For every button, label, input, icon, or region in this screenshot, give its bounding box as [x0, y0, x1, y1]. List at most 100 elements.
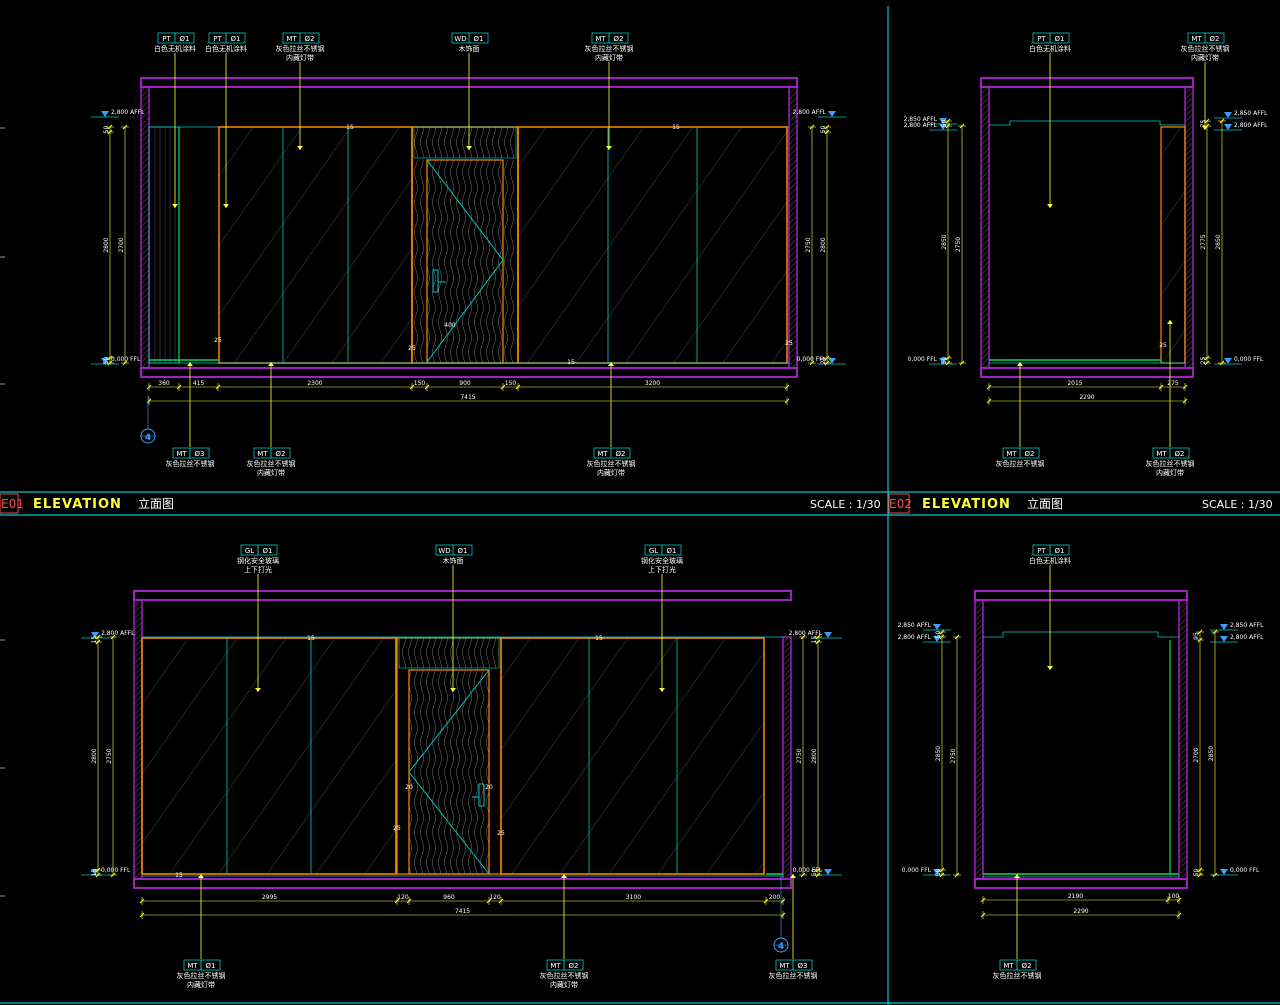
small-dimension: 15 — [175, 872, 183, 879]
drawing-title: ELEVATION — [922, 497, 1011, 512]
dimension-label: 75 — [1200, 120, 1207, 128]
small-dimension: 15 — [307, 635, 315, 642]
tag-code: PT — [1037, 547, 1046, 555]
tag-description: 内藏灯带 — [550, 980, 578, 989]
level-label: 0,000 FFL — [797, 356, 827, 363]
level-label: 0,000 FFL — [111, 356, 141, 363]
dimension-label: 7415 — [455, 908, 470, 915]
tag-code: MT — [1156, 450, 1167, 458]
tag-number: Ø2 — [1025, 450, 1035, 458]
dimension-label: 2800 — [91, 748, 98, 763]
dimension-label: 50 — [811, 869, 818, 877]
tag-number: Ø3 — [798, 962, 808, 970]
dimension-label: 2750 — [955, 237, 962, 252]
tag-number: Ø1 — [474, 35, 484, 43]
level-marker: 2,800 AFFL — [81, 630, 135, 639]
small-dimension: 20 — [405, 784, 413, 791]
tag-description: 上下打光 — [648, 565, 676, 574]
tag-description: 灰色拉丝不锈钢 — [1146, 459, 1195, 468]
small-dimension: 15 — [595, 635, 603, 642]
frame-dividers — [0, 6, 1280, 1005]
drawing-title-cn: 立面图 — [1027, 496, 1063, 511]
dimension-total: 7415 — [139, 908, 786, 919]
level-label: 0,000 FFL — [101, 867, 131, 874]
tag-description: 灰色拉丝不锈钢 — [769, 971, 818, 980]
small-dimension: 400 — [444, 322, 456, 329]
tag-number: Ø2 — [1022, 962, 1032, 970]
dimension-right-inner: 2750 — [796, 634, 807, 878]
elevation-e02-bottom — [974, 590, 1188, 889]
dimension-label: 25 — [1200, 357, 1207, 365]
level-marker: 2,850 AFFL — [1210, 622, 1264, 631]
dimension-label: 360 — [158, 380, 170, 387]
dimension-left-inner: 2750 — [106, 634, 117, 878]
tag-description: 木饰面 — [443, 556, 464, 565]
tag-description: 灰色拉丝不锈钢 — [587, 459, 636, 468]
tag-number: Ø1 — [458, 547, 468, 555]
tag-description: 内藏灯带 — [286, 53, 314, 62]
tag-description: 钢化安全玻璃 — [641, 556, 683, 565]
tag-number: Ø1 — [263, 547, 273, 555]
small-dimension: 25 — [785, 340, 793, 347]
tag-description: 白色无机涂料 — [205, 44, 247, 53]
title-bar-e01: E01 ELEVATION 立面图 SCALE : 1/30 — [0, 493, 881, 514]
level-label: 2,800 AFFL — [904, 122, 938, 129]
tag-description: 木饰面 — [459, 44, 480, 53]
tag-description: 灰色拉丝不锈钢 — [585, 44, 634, 53]
small-dimension: 15 — [346, 124, 354, 131]
level-label: 2,800 AFFL — [111, 109, 145, 116]
level-marker: 0,000 FFL — [1214, 356, 1264, 365]
small-dimension: 25 — [408, 345, 416, 352]
level-marker: 2,800 AFFL — [91, 109, 145, 118]
tag-number: Ø2 — [1210, 35, 1220, 43]
tag-code: PT — [1037, 35, 1046, 43]
level-label: 2,850 AFFL — [1234, 110, 1268, 117]
elevation-e01-top — [140, 77, 798, 378]
dimension-label: 2750 — [950, 748, 957, 763]
tag-number: Ø1 — [667, 547, 677, 555]
level-marker: 2,800 AFFL — [1214, 122, 1268, 131]
level-marker: 2,800 AFFL — [904, 122, 957, 131]
dimension-label: 3100 — [626, 894, 641, 901]
level-marker: 0,000 FFL — [1210, 867, 1260, 876]
elevation-e01-bottom — [133, 590, 792, 889]
dimension-label: 2800 — [820, 237, 827, 252]
tag-description: 灰色拉丝不锈钢 — [166, 459, 215, 468]
small-dimension: 15 — [672, 124, 680, 131]
tag-number: Ø3 — [195, 450, 205, 458]
dimension-label: 2850 — [1215, 234, 1222, 249]
small-dimension: 25 — [214, 337, 222, 344]
tag-description: 白色无机涂料 — [1029, 44, 1071, 53]
tag-number: Ø2 — [276, 450, 286, 458]
dimension-label: 50 — [103, 126, 110, 134]
section-marker: 4 — [140, 428, 156, 444]
level-marker: 2,800 AFFL — [1210, 634, 1264, 643]
tag-description: 灰色拉丝不锈钢 — [540, 971, 589, 980]
tag-code: MT — [1006, 450, 1017, 458]
dimension-label: 7415 — [460, 394, 475, 401]
dimension-label: 50 — [820, 126, 827, 134]
tag-number: Ø2 — [569, 962, 579, 970]
tag-description: 内藏灯带 — [1156, 468, 1184, 477]
tag-code: MT — [187, 962, 198, 970]
tag-description: 内藏灯带 — [595, 53, 623, 62]
dimension-left-inner: 2750 — [950, 634, 961, 878]
dimension-label: 50 — [935, 631, 942, 639]
dimension-label: 2290 — [1073, 908, 1088, 915]
dimension-label: 2750 — [805, 237, 812, 252]
